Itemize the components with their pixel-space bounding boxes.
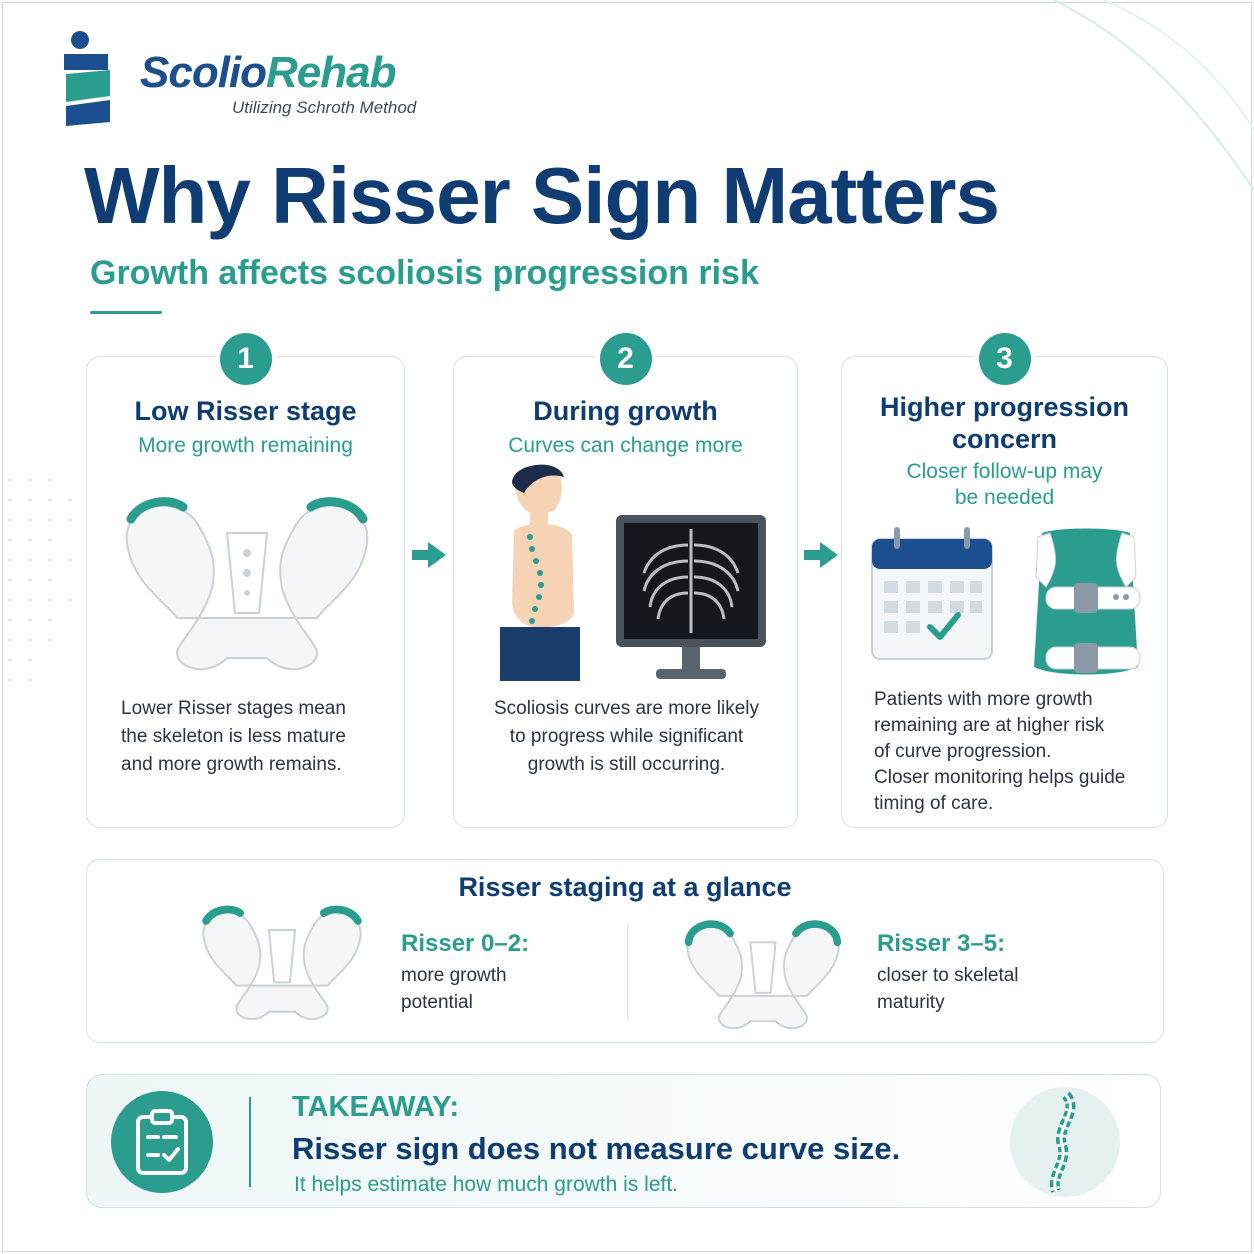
- card-higher-progression: 3 Higher progression concern Closer foll…: [841, 333, 1168, 828]
- staging-title: Risser staging at a glance: [458, 872, 792, 902]
- card-during-growth: 2 During growth Curves can change more S…: [453, 333, 798, 828]
- card-body-line: Patients with more growth: [874, 689, 1093, 710]
- card-subtitle: More growth remaining: [138, 434, 353, 457]
- risser-high-desc-line: maturity: [877, 992, 945, 1013]
- brand-name-part1: Scolio: [140, 48, 267, 97]
- card-body-line: Scoliosis curves are more likely: [493, 698, 760, 719]
- card-subtitle-line: Closer follow-up may: [906, 460, 1103, 483]
- brand-name: ScolioRehab: [140, 48, 397, 98]
- page-title: Why Risser Sign Matters: [84, 151, 1000, 240]
- risser-high-desc-line: closer to skeletal: [877, 965, 1019, 986]
- step-number-badge: 2: [599, 333, 652, 385]
- pelvis-icon: [202, 905, 362, 1021]
- staging-divider: [627, 924, 628, 1020]
- card-title-line: concern: [951, 424, 1058, 454]
- boy-spine-icon: [500, 464, 580, 681]
- pelvis-icon: [125, 497, 369, 671]
- card-subtitle-line: be needed: [954, 486, 1055, 509]
- card-body-line: growth is still occurring.: [527, 754, 726, 775]
- takeaway-note: It helps estimate how much growth is lef…: [294, 1173, 678, 1196]
- card-body-line: Closer monitoring helps guide: [874, 767, 1126, 788]
- risser-low-desc-line: more growth: [401, 965, 507, 986]
- arrow-right-icon: [804, 542, 838, 568]
- arrow-right-icon: [412, 542, 446, 568]
- risser-high-label: Risser 3–5:: [877, 930, 1006, 957]
- page-subtitle: Growth affects scoliosis progression ris…: [90, 254, 759, 292]
- brand-tagline: Utilizing Schroth Method: [232, 98, 417, 117]
- background-dots: [8, 478, 72, 682]
- card-body-line: of curve progression.: [874, 741, 1052, 762]
- takeaway-panel: TAKEAWAY: Risser sign does not measure c…: [86, 1074, 1161, 1208]
- risser-low-desc-line: potential: [401, 992, 473, 1013]
- card-low-risser: 1 Low Risser stage More growth remaining…: [86, 333, 405, 828]
- step-number-badge: 3: [978, 333, 1031, 385]
- card-body-line: remaining are at higher risk: [874, 715, 1105, 736]
- brand-name-part2: Rehab: [266, 48, 396, 97]
- card-title: Low Risser stage: [134, 396, 357, 426]
- subtitle-underline: [90, 311, 162, 314]
- risser-low-label: Risser 0–2:: [401, 930, 530, 957]
- spine-icon: [1010, 1087, 1120, 1197]
- clipboard-check-icon: [111, 1091, 213, 1193]
- background-curve: [1053, 0, 1254, 191]
- card-body-line: the skeleton is less mature: [121, 726, 346, 747]
- staging-panel: Risser staging at a glance Risser 0–2: m…: [86, 859, 1164, 1043]
- takeaway-main: Risser sign does not measure curve size.: [292, 1131, 901, 1166]
- xray-monitor-icon: [616, 515, 766, 679]
- card-title: During growth: [533, 396, 718, 426]
- logo-figure-icon: [64, 31, 110, 126]
- card-subtitle: Curves can change more: [508, 434, 743, 457]
- card-body-line: to progress while significant: [509, 726, 744, 747]
- pelvis-icon: [684, 920, 842, 1030]
- takeaway-divider: [249, 1097, 251, 1187]
- card-body-line: and more growth remains.: [121, 754, 342, 775]
- calendar-check-icon: [871, 527, 993, 660]
- card-body-line: timing of care.: [874, 793, 994, 814]
- card-body-line: Lower Risser stages mean: [121, 698, 346, 719]
- card-title-line: Higher progression: [879, 392, 1130, 422]
- step-number-badge: 1: [219, 333, 272, 385]
- takeaway-label: TAKEAWAY:: [292, 1091, 460, 1123]
- back-brace-icon: [1034, 528, 1141, 675]
